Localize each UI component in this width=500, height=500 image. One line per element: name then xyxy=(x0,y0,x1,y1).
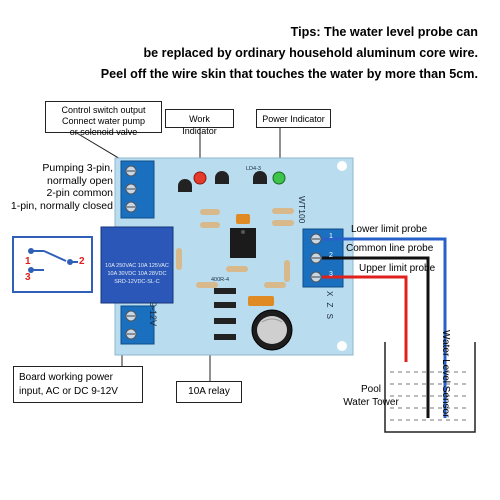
control-switch-line-1: Control switch output xyxy=(61,105,146,115)
lower-limit-label: Lower limit probe xyxy=(351,224,428,235)
switch-pin-2-label: 2 xyxy=(79,256,85,267)
board-power-line-2: input, AC or DC 9-12V xyxy=(19,386,118,397)
control-switch-line-2: Connect water pump xyxy=(61,116,146,126)
pumping-line-2: normally open xyxy=(47,174,113,187)
capacitor xyxy=(236,214,250,224)
power-indicator-led xyxy=(272,171,286,185)
transistor xyxy=(253,171,267,184)
pumping-description: Pumping 3-pin, normally open 2-pin commo… xyxy=(6,162,113,212)
switch-pin-3-label: 3 xyxy=(25,272,31,283)
control-switch-line-3: or solenoid valve xyxy=(69,127,138,137)
control-switch-callout: Control switch output Connect water pump… xyxy=(45,101,162,137)
upper-limit-label: Upper limit probe xyxy=(359,263,436,274)
pool-tank xyxy=(384,342,476,433)
transistor xyxy=(215,171,229,184)
board-chip-label: LD4-3 xyxy=(246,166,261,172)
pumping-line-1: Pumping 3-pin, xyxy=(42,162,113,174)
board-voltage-label: 9-12V xyxy=(148,302,158,327)
tips-line-1: Tips: The water level probe can xyxy=(290,25,478,39)
switch-symbol-box xyxy=(12,236,93,293)
work-indicator-callout: Work Indicator xyxy=(165,109,234,136)
resistors xyxy=(176,208,294,288)
board-power-line-1: Board working power xyxy=(19,372,113,383)
common-line-label: Common line probe xyxy=(346,243,434,254)
tips-line-2: be replaced by ordinary household alumin… xyxy=(143,46,478,60)
common-line-wire xyxy=(322,256,430,418)
water-level-sensor-label: Water Level Sensor xyxy=(440,330,451,418)
relay-rating-2: 10A 30VDC 10A 28VDC xyxy=(107,271,167,277)
power-terminal-block xyxy=(120,305,155,345)
tips-line-3: Peel off the wire skin that touches the … xyxy=(100,67,478,81)
relay xyxy=(100,226,174,304)
terminal-pin-2: 2 xyxy=(329,252,333,259)
transistor xyxy=(178,179,192,192)
terminal-pin-3: 3 xyxy=(329,271,333,278)
board-res-label: 400R-4 xyxy=(211,277,230,283)
pumping-line-4: 1-pin, normally closed xyxy=(10,199,113,212)
pool-line-2: Water Tower xyxy=(343,397,399,408)
relay-model: SRD-12VDC-SL-C xyxy=(114,279,160,285)
board-power-callout: Board working power input, AC or DC 9-12… xyxy=(13,366,143,403)
board-sz-label: X Z S xyxy=(325,291,334,322)
upper-limit-wire xyxy=(322,275,408,362)
relay-rating-1: 10A 250VAC 10A 125VAC xyxy=(105,263,169,269)
pumping-line-3: 2-pin common xyxy=(46,187,113,200)
terminal-pin-1: 1 xyxy=(329,233,333,240)
mount-hole xyxy=(337,341,347,351)
water-lines xyxy=(390,371,470,421)
capacitor xyxy=(260,296,274,306)
lower-limit-wire xyxy=(322,237,447,418)
diodes xyxy=(214,288,236,340)
relay-text: 10A 250VAC 10A 125VAC 10A 30VDC 10A 28VD… xyxy=(104,262,170,286)
tips-text: Tips: The water level probe can be repla… xyxy=(38,22,478,85)
board-model-label: WT100 xyxy=(297,196,307,224)
switch-pin-1-label: 1 xyxy=(25,256,31,267)
pool-line-1: Pool xyxy=(360,384,381,395)
pool-label: Pool Water Tower xyxy=(338,383,404,409)
relay-callout: 10A relay xyxy=(176,381,242,403)
capacitor xyxy=(248,296,262,306)
work-indicator-led xyxy=(193,171,207,185)
mount-hole xyxy=(337,161,347,171)
power-indicator-callout: Power Indicator xyxy=(256,109,331,128)
